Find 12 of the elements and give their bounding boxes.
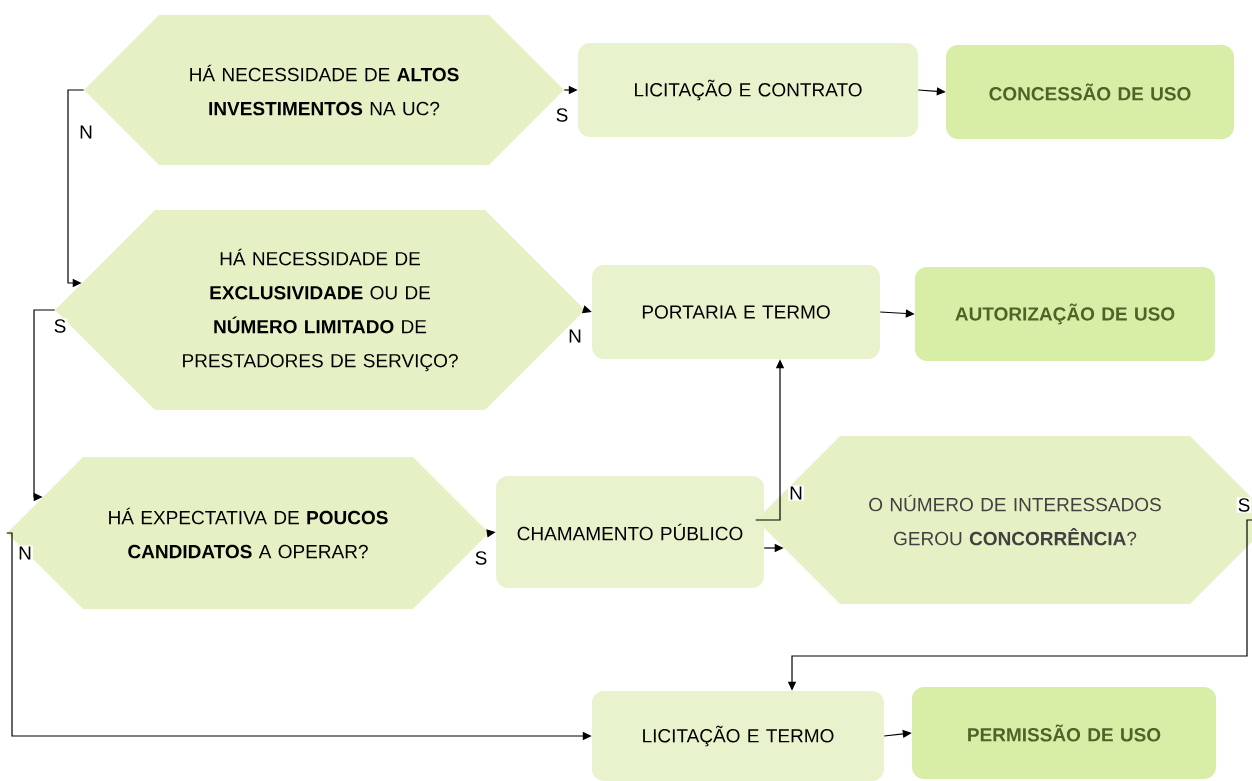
result-box: AUTORIZAÇÃO DE USO <box>915 267 1215 361</box>
process-box: CHAMAMENTO PÚBLICO <box>496 476 764 588</box>
edge-label: N <box>17 545 33 561</box>
edge-label: N <box>567 328 583 344</box>
edge-label: S <box>52 318 68 334</box>
edge-label: S <box>473 550 489 566</box>
result-box: CONCESSÃO DE USO <box>946 45 1234 139</box>
process-box: LICITAÇÃO E TERMO <box>592 691 884 781</box>
process-box: PORTARIA E TERMO <box>592 265 880 359</box>
process-box: LICITAÇÃO E CONTRATO <box>578 43 918 137</box>
result-box: PERMISSÃO DE USO <box>912 687 1216 779</box>
edge-label: N <box>788 485 804 501</box>
